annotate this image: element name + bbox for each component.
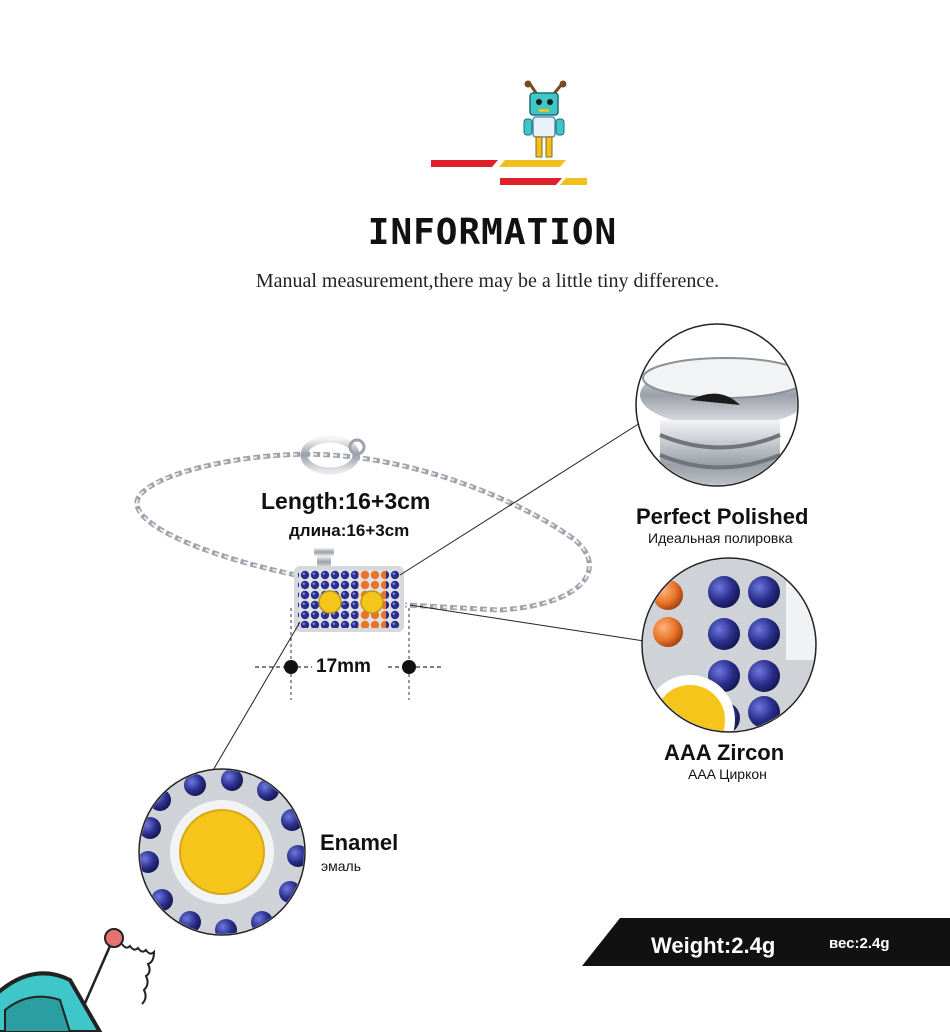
width-measure — [255, 608, 444, 700]
zoom-enamel — [138, 768, 306, 936]
length-label-ru: длина:16+3cm — [289, 521, 410, 540]
width-label: 17mm — [316, 656, 371, 677]
robot-pendant — [294, 548, 404, 632]
page-subtitle: Manual measurement,there may be a little… — [255, 270, 720, 292]
robot-mascot-icon — [523, 80, 567, 158]
header-stripes — [431, 160, 587, 185]
bracelet-chain — [134, 435, 592, 613]
page-title: INFORMATION — [367, 212, 618, 253]
feature-polished-subtitle: Идеальная полировка — [648, 530, 793, 546]
feature-enamel-subtitle: эмаль — [321, 858, 362, 874]
length-label: Length:16+3cm — [261, 488, 431, 514]
feature-enamel-title: Enamel — [320, 830, 399, 855]
zoom-polished — [635, 323, 799, 487]
feature-polished-title: Perfect Polished — [636, 504, 809, 529]
zoom-zircon — [641, 557, 817, 733]
weight-label: Weight:2.4g — [651, 933, 776, 958]
corner-robot-icon — [0, 928, 156, 1032]
callout-lines — [211, 422, 645, 773]
weight-label-ru: вес:2.4g — [829, 935, 890, 952]
feature-zircon-subtitle: AAA Циркон — [688, 766, 767, 782]
feature-zircon-title: AAA Zircon — [664, 740, 785, 765]
weight-banner — [582, 918, 950, 966]
